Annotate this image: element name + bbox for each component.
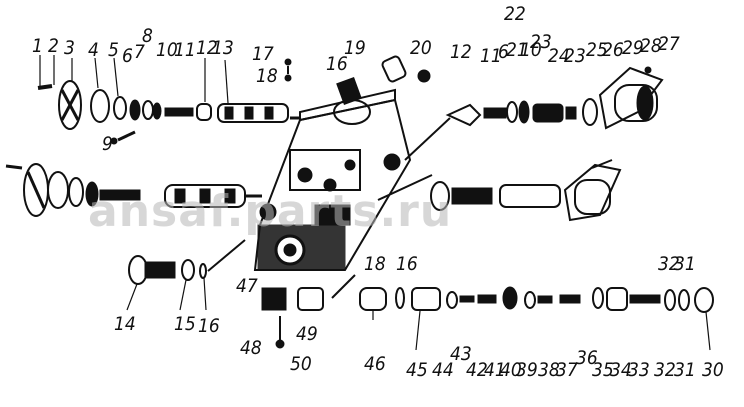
part-callout-label: 47 xyxy=(236,275,258,297)
part-callout-label: 36 xyxy=(576,347,598,369)
part-callout-label: 38 xyxy=(538,359,560,381)
part-callout-label: 35 xyxy=(592,359,614,381)
part-callout-label: 49 xyxy=(296,323,318,345)
part-callout-label: 2 xyxy=(48,35,59,57)
part-callout-label: 1 xyxy=(32,35,43,57)
part-callout-label: 23 xyxy=(530,31,552,53)
part-callout-label: 6 xyxy=(122,45,133,67)
middle-right-parts xyxy=(377,159,622,222)
part-callout-label: 25 xyxy=(586,39,608,61)
part-callout-label: 50 xyxy=(290,353,312,375)
part-callout-label: 28 xyxy=(640,35,662,57)
top-left-parts xyxy=(37,80,300,145)
watermark: ansaf.parts.ru xyxy=(88,186,452,237)
part-callout-label: 40 xyxy=(500,359,522,381)
part-callout-label: 44 xyxy=(432,359,454,381)
part-callout-label: 4 xyxy=(88,39,99,61)
leader-lines xyxy=(39,55,711,351)
part-callout-label: 13 xyxy=(212,37,234,59)
part-callout-label: 31 xyxy=(674,253,696,275)
part-callout-label: 7 xyxy=(134,41,145,63)
part-callout-label: 18 xyxy=(364,253,386,275)
part-callout-label: 31 xyxy=(674,359,696,381)
part-callout-label: 12 xyxy=(450,41,472,63)
part-callout-label: 9 xyxy=(102,133,113,155)
middle-left-parts xyxy=(5,163,262,217)
part-callout-label: 16 xyxy=(396,253,418,275)
left-bottom-parts xyxy=(128,239,324,349)
part-callout-label: 14 xyxy=(114,313,136,335)
part-callout-label: 22 xyxy=(504,3,526,25)
part-callout-label: 11 xyxy=(480,45,502,67)
part-callout-label: 8 xyxy=(142,25,153,47)
part-callout-label: 5 xyxy=(108,39,119,61)
part-callout-label: 6 xyxy=(498,41,509,63)
part-callout-label: 16 xyxy=(326,53,348,75)
valve-housing xyxy=(253,88,412,271)
part-callout-label: 21 xyxy=(506,39,528,61)
top-center-parts xyxy=(284,55,431,125)
part-callout-label: 42 xyxy=(466,359,488,381)
part-callout-label: 39 xyxy=(516,359,538,381)
part-callout-label: 29 xyxy=(622,37,644,59)
part-callout-label: 32 xyxy=(658,253,680,275)
part-callout-label: 34 xyxy=(610,359,632,381)
part-callout-label: 43 xyxy=(450,343,472,365)
part-callout-label: 17 xyxy=(252,43,274,65)
bottom-right-parts xyxy=(331,274,714,313)
part-callout-label: 30 xyxy=(702,359,724,381)
part-callout-label: 26 xyxy=(602,39,624,61)
part-callout-label: 27 xyxy=(658,33,680,55)
part-callout-label: 41 xyxy=(484,359,506,381)
part-callout-label: 32 xyxy=(654,359,676,381)
part-callout-label: 37 xyxy=(556,359,578,381)
part-callout-label: 18 xyxy=(256,65,278,87)
part-callout-label: 23 xyxy=(564,45,586,67)
top-right-parts xyxy=(404,66,664,161)
part-callout-label: 3 xyxy=(64,37,75,59)
part-callout-label: 20 xyxy=(410,37,432,59)
part-callout-label: 10 xyxy=(156,39,178,61)
part-callout-label: 15 xyxy=(174,313,196,335)
part-callout-label: 11 xyxy=(174,39,196,61)
part-callout-label: 16 xyxy=(198,315,220,337)
part-callout-label: 24 xyxy=(548,45,570,67)
part-callout-label: 12 xyxy=(196,37,218,59)
part-callout-label: 19 xyxy=(344,37,366,59)
part-callout-label: 46 xyxy=(364,353,386,375)
part-callout-label: 10 xyxy=(520,39,542,61)
part-callout-label: 45 xyxy=(406,359,428,381)
part-callout-label: 48 xyxy=(240,337,262,359)
part-callout-label: 33 xyxy=(628,359,650,381)
